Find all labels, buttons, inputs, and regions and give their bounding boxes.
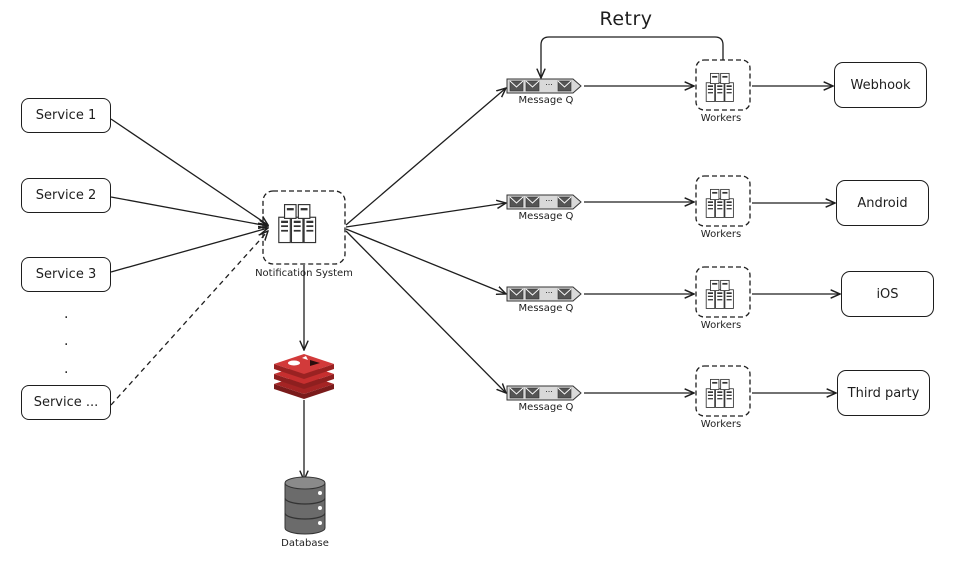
destination-label: iOS [876,286,899,302]
server-icon [705,188,734,218]
retry-label: Retry [599,8,653,30]
service-2-box[interactable]: Service 2 [21,178,111,213]
notification-system-node[interactable] [262,190,346,265]
database-label: Database [281,538,329,549]
server-icon [705,72,734,102]
ellipsis-dot: . [64,333,69,349]
workers-label: Workers [700,229,742,240]
service-label: Service ... [33,395,99,410]
workers-node-2[interactable] [695,175,751,227]
workers-label: Workers [700,419,742,430]
server-icon [705,378,734,408]
queue-label: Message Q [518,211,574,222]
android-box[interactable]: Android [836,180,929,226]
service-label: Service 3 [35,267,97,282]
server-icon [705,279,734,309]
queue-dots: ... [545,286,553,295]
notification-system-label: Notification System [255,268,353,279]
ellipsis-dot: . [64,306,69,322]
queue-label: Message Q [518,95,574,106]
database-icon[interactable] [284,476,326,535]
server-icon [278,204,317,244]
ellipsis-dot: . [64,361,69,377]
workers-node-4[interactable] [695,365,751,417]
service-label: Service 2 [35,188,97,203]
redis-cache-icon[interactable] [274,354,334,399]
message-queue-icon[interactable] [506,78,582,94]
ns-queue-1-arrow [345,88,506,226]
destination-label: Android [857,195,908,211]
service-1-arrow [110,118,268,225]
message-queue-icon[interactable] [506,194,582,210]
queue-dots: ... [545,385,553,394]
queue-label: Message Q [518,303,574,314]
retry-arrow [541,36,724,78]
workers-label: Workers [700,320,742,331]
service-2-arrow [110,196,268,226]
message-queue-icon[interactable] [506,385,582,401]
service-n-arrow [110,231,268,406]
ns-queue-4-arrow [345,230,506,393]
workers-node-3[interactable] [695,266,751,318]
service-3-box[interactable]: Service 3 [21,257,111,292]
service-3-arrow [110,228,268,273]
service-label: Service 1 [35,108,97,123]
third-party-box[interactable]: Third party [837,370,930,416]
workers-node-1[interactable] [695,59,751,111]
queue-dots: ... [545,194,553,203]
ns-queue-2-arrow [345,203,506,228]
ios-box[interactable]: iOS [841,271,934,317]
message-queue-icon[interactable] [506,286,582,302]
destination-label: Third party [847,385,920,401]
service-1-box[interactable]: Service 1 [21,98,111,133]
queue-dots: ... [545,78,553,87]
queue-label: Message Q [518,402,574,413]
destination-label: Webhook [850,77,911,93]
ns-queue-3-arrow [345,228,506,294]
workers-label: Workers [700,113,742,124]
webhook-box[interactable]: Webhook [834,62,927,108]
service-n-box[interactable]: Service ... [21,385,111,420]
